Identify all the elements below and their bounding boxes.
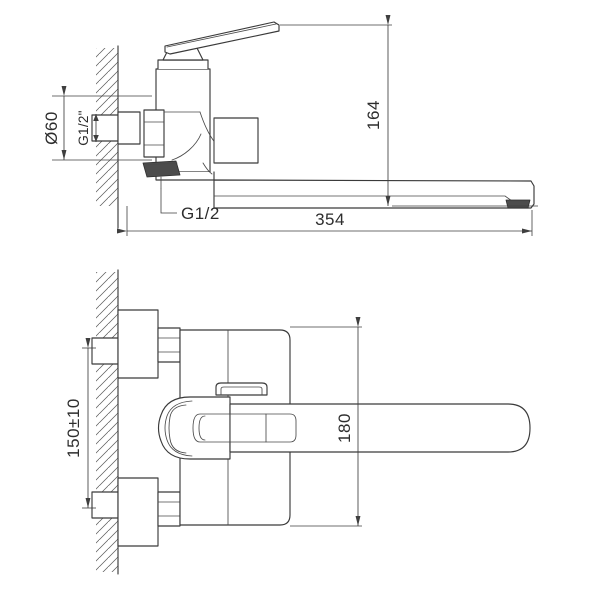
waterway-curve-tail bbox=[202, 162, 213, 175]
g12quote-label: G1/2" bbox=[76, 110, 91, 146]
spout-front bbox=[192, 403, 531, 453]
lever-handle bbox=[164, 21, 280, 55]
upper-inlet-nipple bbox=[91, 337, 119, 365]
d164-label: 164 bbox=[364, 100, 383, 130]
upper-union-nut bbox=[157, 327, 181, 363]
dia60-label: Ø60 bbox=[42, 111, 61, 145]
spout-tube-outline bbox=[229, 403, 531, 453]
mixer-collar bbox=[157, 59, 209, 70]
upper-escutcheon bbox=[117, 309, 159, 379]
shower-outlet-stub bbox=[213, 117, 259, 164]
lower-inlet-assembly bbox=[91, 477, 181, 547]
d150-label: 150±10 bbox=[64, 398, 83, 458]
spout-outer bbox=[213, 179, 535, 209]
diverter-knob-highlight bbox=[145, 162, 178, 166]
g12quote-arrow-top bbox=[93, 114, 99, 121]
front-elevation-view: 150±10 180 bbox=[64, 269, 531, 575]
side-elevation-view: Ø60 G1/2" 164 G1/2 354 bbox=[42, 15, 538, 236]
dimension-g12-quote: G1/2" bbox=[76, 110, 99, 146]
wall-section-bottom bbox=[96, 269, 119, 575]
dimension-150pm10: 150±10 bbox=[64, 338, 96, 509]
diverter-button-plate bbox=[215, 382, 268, 396]
dimension-354: 354 bbox=[117, 206, 533, 236]
dimension-164: 164 bbox=[280, 15, 538, 207]
g12quote-arrow-bottom bbox=[93, 135, 99, 142]
lower-union-nut bbox=[157, 491, 181, 527]
inlet-body bbox=[117, 111, 141, 145]
spout-collar-outer bbox=[157, 396, 231, 460]
spout-cap-inner bbox=[168, 404, 187, 454]
spout-highlight-band bbox=[192, 413, 297, 443]
g12-label: G1/2 bbox=[181, 204, 220, 223]
dimension-dia60: Ø60 bbox=[42, 86, 67, 160]
dimension-180: 180 bbox=[290, 317, 362, 527]
spout-joint-front bbox=[157, 382, 268, 460]
upper-inlet-assembly bbox=[91, 309, 181, 379]
lower-escutcheon bbox=[117, 477, 159, 547]
wall-hatch-bottom bbox=[96, 272, 118, 572]
diverter-button-inner bbox=[220, 386, 263, 396]
spout-highlight-cap bbox=[198, 415, 206, 441]
union-hex-nut bbox=[143, 109, 165, 158]
waterway-curve-lower bbox=[171, 133, 202, 161]
lower-inlet-nipple bbox=[91, 491, 119, 519]
dimension-g12-leader: G1/2 bbox=[160, 188, 220, 223]
lever-handle-top-edge bbox=[166, 23, 277, 48]
spout-collar-inner bbox=[164, 400, 193, 457]
d354-label: 354 bbox=[315, 210, 345, 229]
g12-leader-line bbox=[160, 188, 177, 214]
wall-inlet-connector-top bbox=[91, 111, 141, 145]
mixer-body-side bbox=[143, 21, 280, 181]
diverter-knob bbox=[142, 160, 181, 189]
spout-side bbox=[213, 179, 535, 209]
d180-label: 180 bbox=[335, 413, 354, 443]
